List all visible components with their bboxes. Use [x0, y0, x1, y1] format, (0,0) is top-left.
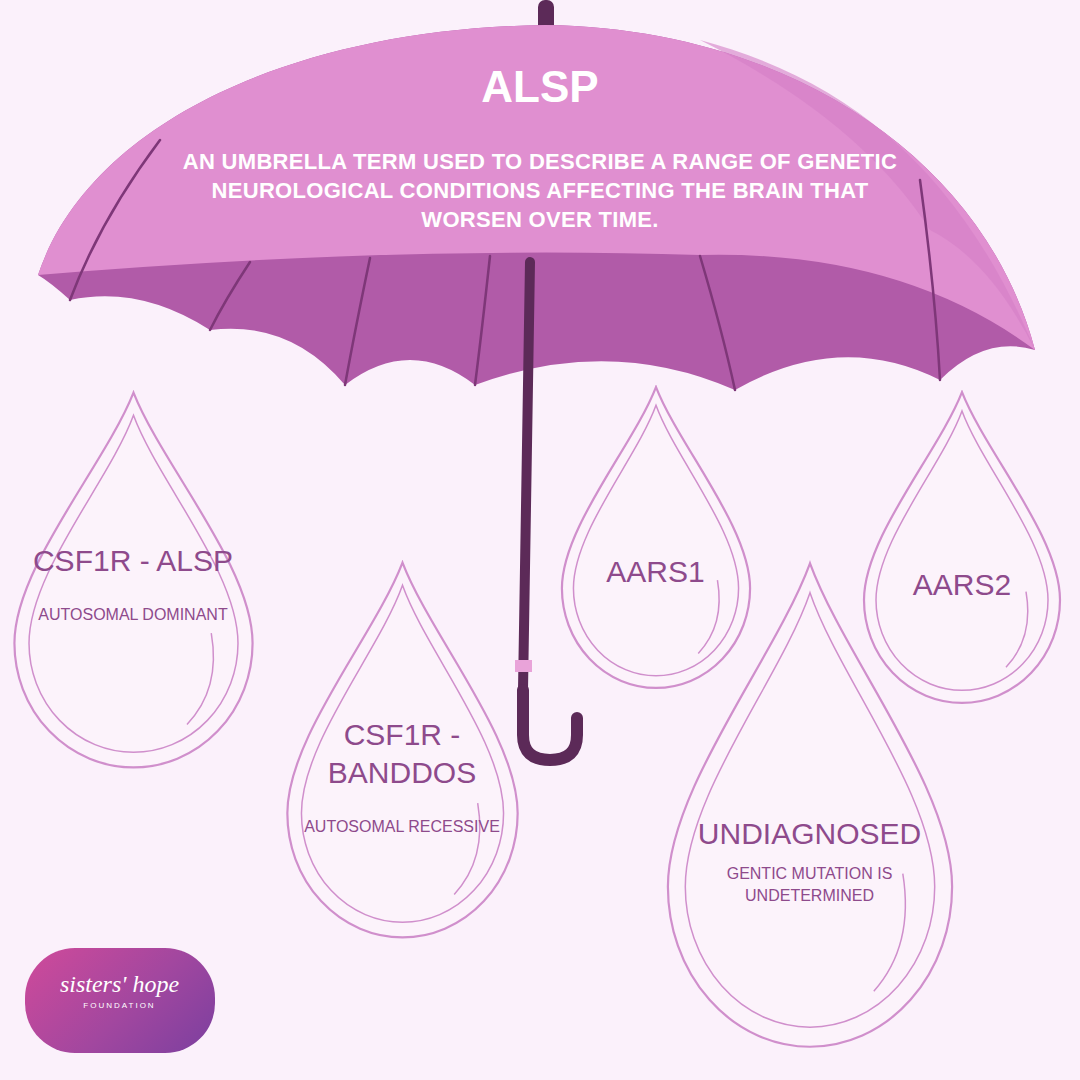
drop-outline — [665, 560, 955, 1050]
condition-drop: UNDIAGNOSED GENTIC MUTATION IS UNDETERMIN… — [665, 560, 955, 1050]
text-holder: ALSP AN UMBRELLA TERM USED TO DESCRIBE A … — [180, 62, 900, 234]
condition-drop: CSF1R - ALSP AUTOSOMAL DOMINANT — [12, 390, 255, 770]
node-heading: UNDIAGNOSED — [679, 815, 940, 853]
drop-outline — [12, 390, 255, 770]
node-heading: AARS1 — [573, 553, 738, 591]
drop-outline — [862, 390, 1062, 705]
condition-drop: AARS2 — [862, 390, 1062, 705]
text-holder: sisters' hopeFOUNDATION — [34, 971, 205, 1010]
text-holder: AARS2 — [876, 566, 1048, 604]
text-holder: CSF1R - BANDDOS AUTOSOMAL RECESSIVE — [301, 716, 503, 839]
text-holder: UNDIAGNOSED GENTIC MUTATION IS UNDETERMIN… — [679, 815, 940, 908]
text-holder: AARS1 — [573, 553, 738, 591]
condition-drop: CSF1R - BANDDOS AUTOSOMAL RECESSIVE — [285, 560, 520, 940]
title-text: ALSP — [180, 62, 900, 113]
drop-outline — [560, 385, 752, 690]
condition-drop: AARS1 — [560, 385, 752, 690]
text-holder: CSF1R - ALSP AUTOSOMAL DOMINANT — [31, 542, 235, 626]
node-note: AN UMBRELLA TERM USED TO DESCRIBE A RANG… — [180, 147, 900, 234]
foundation-logo: sisters' hopeFOUNDATION — [25, 948, 215, 1053]
node-heading: sisters' hope — [34, 971, 205, 997]
node-heading: CSF1R - ALSP — [31, 542, 235, 580]
node-heading: AARS2 — [876, 566, 1048, 604]
node-note: FOUNDATION — [34, 1001, 205, 1010]
node-note: GENTIC MUTATION IS UNDETERMINED — [679, 863, 940, 908]
node-note: AUTOSOMAL RECESSIVE — [301, 816, 503, 838]
umbrella-canopy: ALSP AN UMBRELLA TERM USED TO DESCRIBE A … — [180, 62, 900, 254]
node-note: AUTOSOMAL DOMINANT — [31, 604, 235, 626]
node-heading: CSF1R - BANDDOS — [301, 716, 503, 792]
